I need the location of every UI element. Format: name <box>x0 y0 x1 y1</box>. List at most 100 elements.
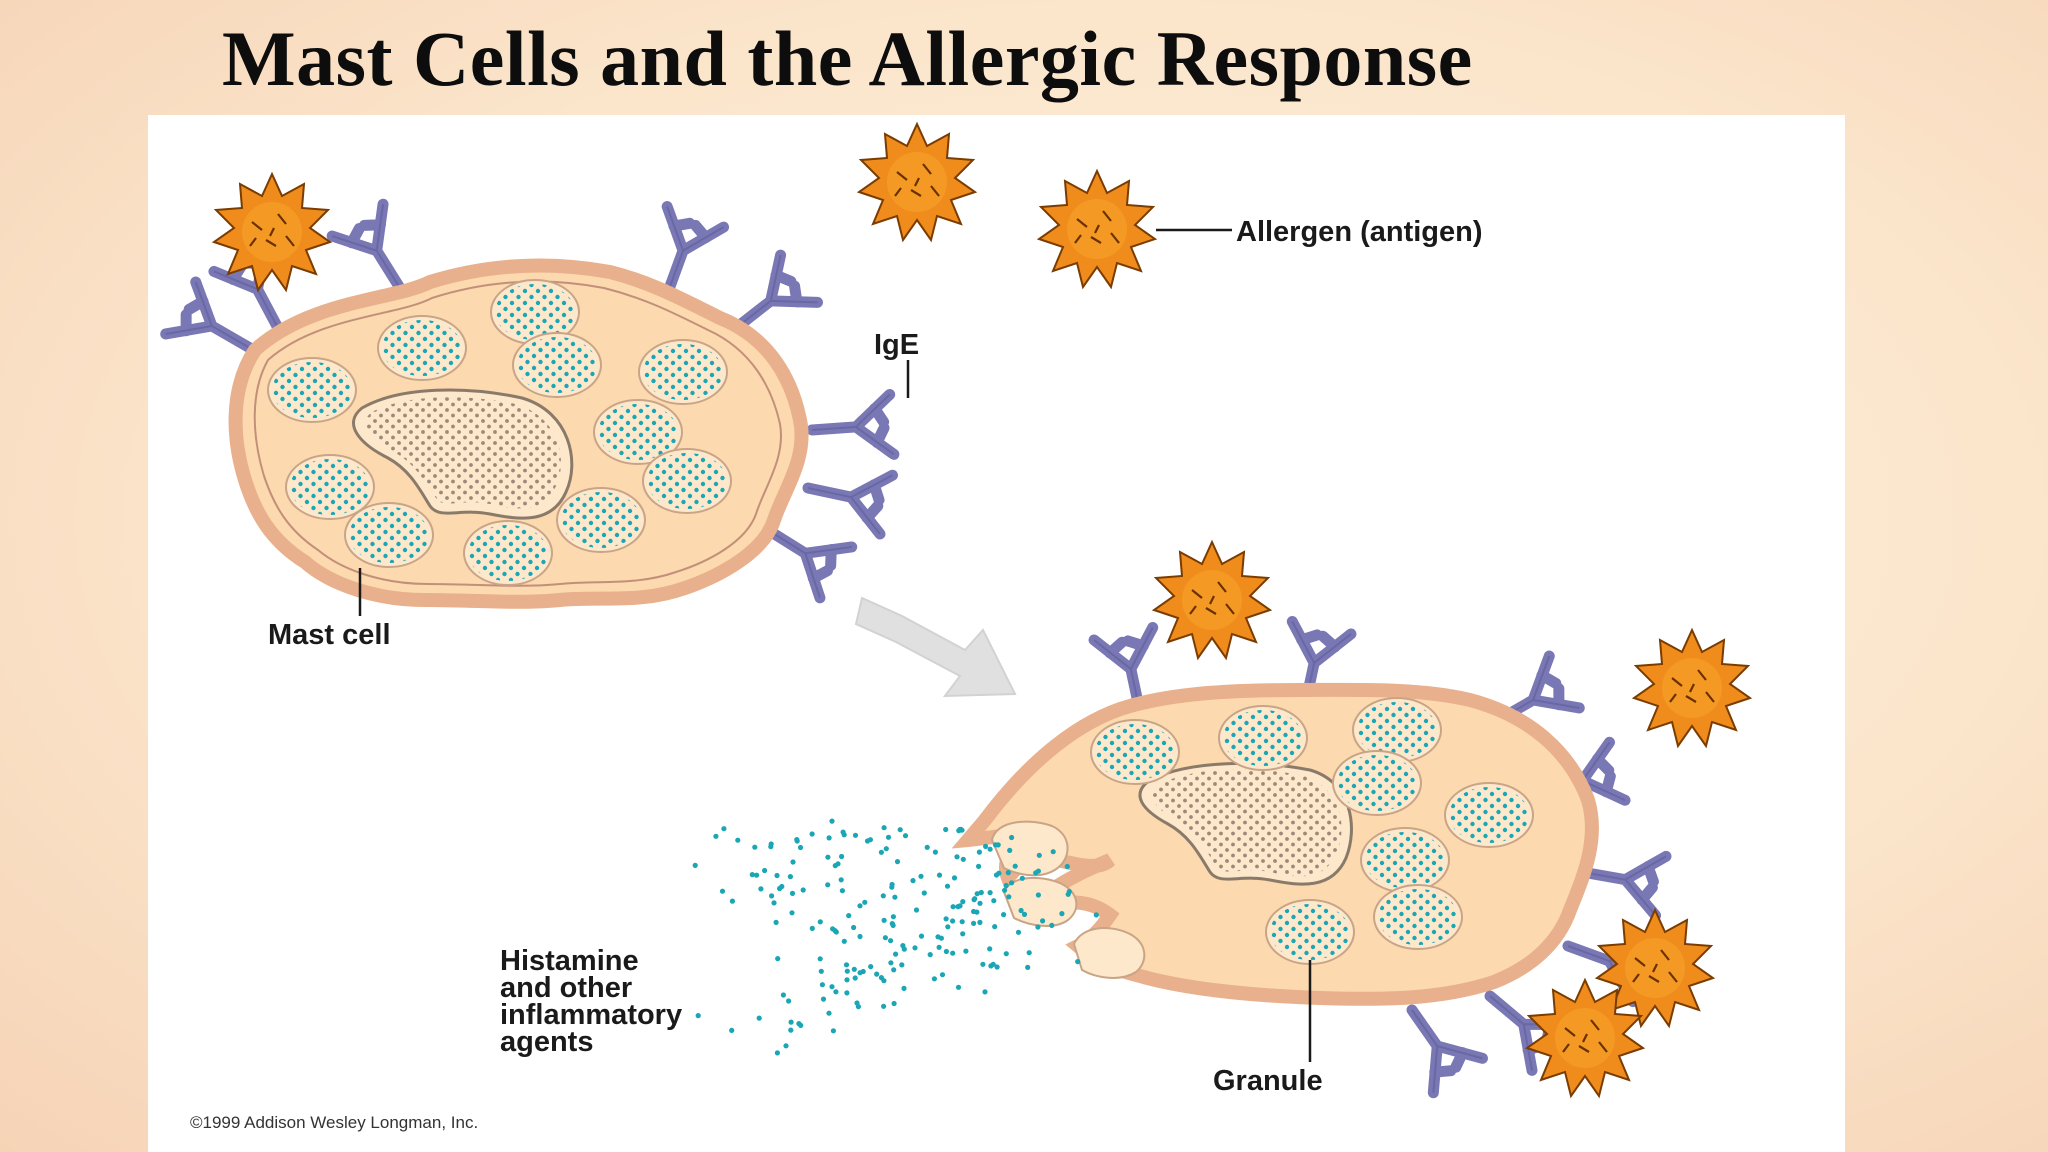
histamine-dot <box>932 849 939 855</box>
histamine-dot <box>790 859 796 865</box>
histamine-dot <box>888 960 894 966</box>
histamine-dot <box>924 844 930 850</box>
histamine-dot <box>818 968 824 974</box>
histamine-dot <box>1019 875 1025 881</box>
histamine-dot <box>713 833 719 839</box>
histamine-dot <box>1006 894 1012 900</box>
histamine-dot <box>692 862 698 869</box>
mast-cell-bottom <box>951 622 1666 1093</box>
histamine-dot <box>825 882 831 888</box>
histamine-dot <box>819 982 826 988</box>
histamine-dot <box>721 826 727 832</box>
histamine-dot <box>882 935 889 941</box>
histamine-dot <box>963 948 969 954</box>
histamine-label-line-1: Histamine <box>500 945 639 977</box>
histamine-dot <box>774 872 780 879</box>
histamine-dot <box>729 898 736 904</box>
histamine-dot <box>800 887 806 893</box>
histamine-dot <box>851 966 857 972</box>
histamine-dot <box>851 924 857 931</box>
histamine-dot <box>787 874 794 880</box>
granule-label: Granule <box>1213 1065 1323 1097</box>
histamine-dot <box>971 920 977 927</box>
histamine-dot <box>1040 918 1046 924</box>
histamine-dot <box>864 838 871 844</box>
histamine-dot <box>944 883 951 889</box>
histamine-dot <box>878 849 885 855</box>
histamine-dot <box>992 842 999 848</box>
allergen-icon <box>857 122 977 242</box>
histamine-dot <box>1064 863 1070 870</box>
histamine-dot <box>796 1021 802 1027</box>
histamine-dot <box>826 1010 832 1016</box>
histamine-dot <box>990 961 996 967</box>
allergen-icon <box>1037 169 1157 289</box>
histamine-dot <box>960 931 966 937</box>
nucleus-top <box>352 388 574 520</box>
histamine-dot <box>910 878 916 884</box>
histamine-dot <box>977 900 983 906</box>
histamine-dot <box>991 898 997 904</box>
histamine-dot <box>817 919 823 925</box>
histamine-dot <box>874 971 880 977</box>
histamine-dot <box>1093 912 1099 918</box>
histamine-dot <box>897 827 903 833</box>
histamine-dot <box>1003 882 1009 889</box>
histamine-dot <box>892 894 898 900</box>
histamine-dot <box>783 1043 789 1049</box>
allergens-top <box>212 122 1157 292</box>
histamine-dot <box>826 835 832 841</box>
histamine-dot <box>976 849 983 855</box>
histamine-dot <box>1003 951 1009 957</box>
histamine-dot <box>993 872 1000 878</box>
histamine-dot <box>729 1027 735 1033</box>
allergen-label: Allergen (antigen) <box>1236 216 1483 248</box>
block-arrow-icon <box>854 596 1017 698</box>
histamine-dot <box>1015 929 1022 935</box>
histamine-dot <box>913 907 920 913</box>
histamine-dot <box>809 925 815 932</box>
histamine-dot <box>779 883 785 890</box>
histamine-dot <box>838 877 844 883</box>
allergen-icon <box>212 172 332 292</box>
histamine-dot <box>912 945 918 951</box>
histamine-dot <box>883 846 889 852</box>
histamine-dot <box>852 832 859 838</box>
histamine-dot <box>939 972 946 978</box>
histamine-dot <box>820 996 827 1002</box>
histamine-dot <box>931 976 938 982</box>
histamine-dot <box>950 904 956 910</box>
histamine-dot <box>829 984 835 990</box>
histamine-dot <box>786 998 792 1004</box>
histamine-dot <box>839 888 846 894</box>
histamine-dot <box>894 859 901 865</box>
histamine-dot <box>841 832 847 838</box>
histamine-dot <box>888 938 894 944</box>
allergen-icon <box>1632 628 1752 748</box>
histamine-dot <box>1066 889 1072 895</box>
histamine-dot <box>817 956 823 962</box>
histamine-dot <box>921 890 927 896</box>
mast-cell-label: Mast cell <box>268 619 391 651</box>
histamine-dot <box>769 893 775 899</box>
histamine-dot <box>789 910 795 916</box>
histamine-dot <box>936 872 943 878</box>
label-mast-cell: Mast cell <box>268 568 391 651</box>
histamine-label-line-2: and other <box>500 972 632 1004</box>
histamine-dot <box>1005 870 1011 876</box>
histamine-dot <box>950 918 956 924</box>
histamine-dot <box>987 946 993 952</box>
histamine-dot <box>857 933 863 940</box>
histamine-dot <box>943 826 949 833</box>
histamine-dot <box>758 886 764 892</box>
histamine-dot <box>771 900 777 906</box>
label-ige: IgE <box>874 329 919 398</box>
histamine-dot <box>1002 887 1008 893</box>
histamine-dot <box>852 975 858 981</box>
histamine-dot <box>1009 880 1015 886</box>
histamine-dot <box>1025 964 1031 971</box>
histamine-dot <box>994 964 1000 970</box>
histamine-dot <box>833 989 839 995</box>
histamine-dot <box>885 834 892 840</box>
histamine-dot <box>719 888 726 894</box>
